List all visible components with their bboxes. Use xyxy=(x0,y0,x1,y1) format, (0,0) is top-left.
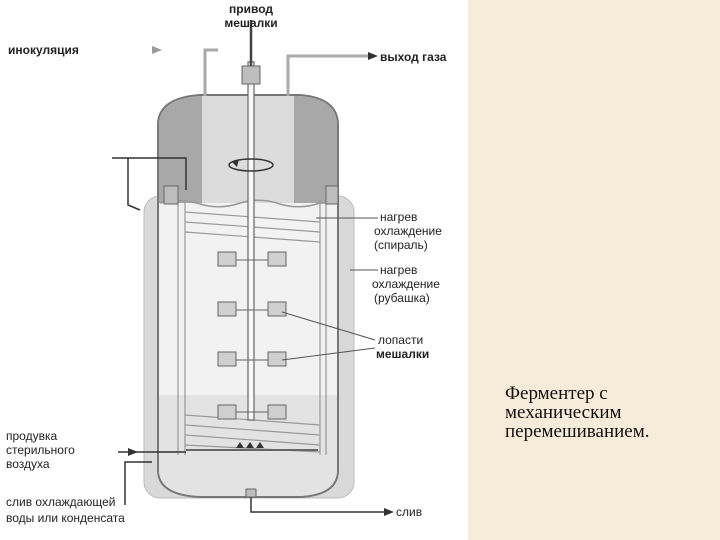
air-label-line1: продувка xyxy=(6,429,57,443)
caption-line: перемешиванием. xyxy=(505,421,650,442)
gas-out-arrow-icon xyxy=(368,52,378,60)
drive-coupling xyxy=(241,65,261,85)
gas-outlet-pipe xyxy=(286,54,368,96)
heating-coil-label-line3: (спираль) xyxy=(374,238,428,252)
coil-feed-branch xyxy=(127,158,141,211)
coil-inlet xyxy=(163,185,179,205)
drain-label: слив xyxy=(396,505,422,519)
coil-feed-line xyxy=(112,157,187,190)
rotation-indicator xyxy=(228,158,274,172)
rotation-arrow-icon xyxy=(232,159,239,167)
drain-arrow-icon xyxy=(384,508,394,516)
inoculation-label: инокуляция xyxy=(8,43,79,57)
slide-caption: Ферментер с механическим перемешиванием. xyxy=(505,384,705,441)
caption-line: механическим xyxy=(505,402,622,423)
coolant-drain-label-line2: воды или конденсата xyxy=(6,511,125,525)
heating-jacket-label-line2: охлаждение xyxy=(372,277,440,291)
drive-label-line1: привод xyxy=(229,2,273,16)
agitator-shaft xyxy=(247,61,255,421)
gas-out-label: выход газа xyxy=(380,50,447,64)
coolant-drain-line xyxy=(124,461,152,505)
caption-panel xyxy=(468,0,720,540)
coil-outlet xyxy=(325,185,339,205)
liquid-surface xyxy=(159,199,336,208)
inoculation-pipe xyxy=(203,48,218,96)
drive-label-line2: мешалки xyxy=(224,16,277,30)
heating-coil-label-line2: охлаждение xyxy=(374,224,442,238)
blades-label-line2: мешалки xyxy=(376,347,429,361)
drain-valve xyxy=(245,488,257,498)
heating-jacket-label-line1: нагрев xyxy=(380,263,417,277)
air-arrow-icon xyxy=(128,448,138,456)
air-label-line3: воздуха xyxy=(6,457,50,471)
leader-lines xyxy=(281,217,378,361)
caption-line: Ферментер с xyxy=(505,383,608,404)
blades-label-line1: лопасти xyxy=(378,333,423,347)
air-bubbles-icon xyxy=(236,442,264,448)
heating-jacket-label-line3: (рубашка) xyxy=(374,291,430,305)
fermenter-diagram: привод мешалки инокуляция выход газа наг… xyxy=(6,2,447,525)
inoculation-arrow-icon xyxy=(152,46,162,54)
bottom-drain-line xyxy=(250,497,384,513)
air-label-line2: стерильного xyxy=(6,443,75,457)
coolant-drain-label-line1: слив охлаждающей xyxy=(6,495,115,509)
heating-coil-label-line1: нагрев xyxy=(380,210,417,224)
